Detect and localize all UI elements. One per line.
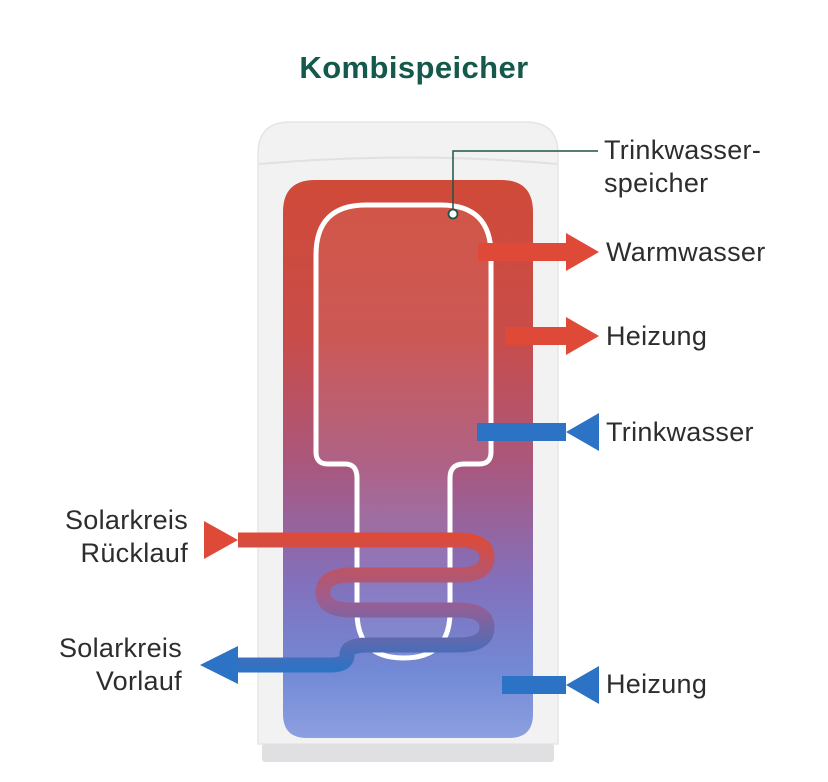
label-solarkreis-vorlauf-line2: Vorlauf bbox=[95, 666, 182, 696]
label-solarkreis-ruecklauf: Solarkreis Rücklauf bbox=[10, 504, 188, 570]
arrow-head bbox=[566, 413, 599, 451]
label-trinkwasserspeicher-line2: speicher bbox=[604, 168, 709, 198]
arrow-head bbox=[566, 317, 599, 355]
label-solarkreis-vorlauf-line1: Solarkreis bbox=[58, 633, 182, 663]
tank-water-gradient bbox=[283, 180, 533, 738]
label-solarkreis-ruecklauf-line1: Solarkreis bbox=[64, 505, 188, 535]
arrow-shaft bbox=[505, 327, 566, 345]
solarkreis-ruecklauf-arrow-head bbox=[204, 521, 238, 559]
tank-lid-seam bbox=[258, 156, 558, 165]
solarkreis-vorlauf-arrow-head bbox=[200, 646, 238, 684]
label-trinkwasserspeicher-line1: Trinkwasser- bbox=[604, 135, 762, 165]
label-heizung-return: Heizung bbox=[606, 669, 708, 699]
label-trinkwasserspeicher: Trinkwasser- speicher bbox=[604, 134, 761, 200]
label-solarkreis-ruecklauf-line2: Rücklauf bbox=[80, 538, 188, 568]
arrow-shaft bbox=[478, 243, 566, 261]
diagram-title: Kombispeicher bbox=[299, 50, 529, 85]
heizung-return-arrow bbox=[502, 666, 599, 704]
arrow-head bbox=[566, 233, 599, 271]
pointer-line bbox=[452, 150, 598, 210]
pointer-dot bbox=[447, 208, 459, 220]
label-heizung-supply: Heizung bbox=[606, 321, 708, 351]
warmwasser-arrow bbox=[478, 233, 599, 271]
solar-coil bbox=[238, 532, 495, 673]
label-trinkwasser: Trinkwasser bbox=[606, 417, 754, 447]
arrow-shaft bbox=[502, 676, 566, 694]
tank-base bbox=[262, 744, 554, 762]
arrow-head bbox=[566, 666, 599, 704]
label-warmwasser: Warmwasser bbox=[606, 237, 766, 267]
label-solarkreis-vorlauf: Solarkreis Vorlauf bbox=[10, 632, 182, 698]
trinkwasser-arrow bbox=[477, 413, 599, 451]
heizung-supply-arrow bbox=[505, 317, 599, 355]
arrow-shaft bbox=[477, 423, 566, 441]
